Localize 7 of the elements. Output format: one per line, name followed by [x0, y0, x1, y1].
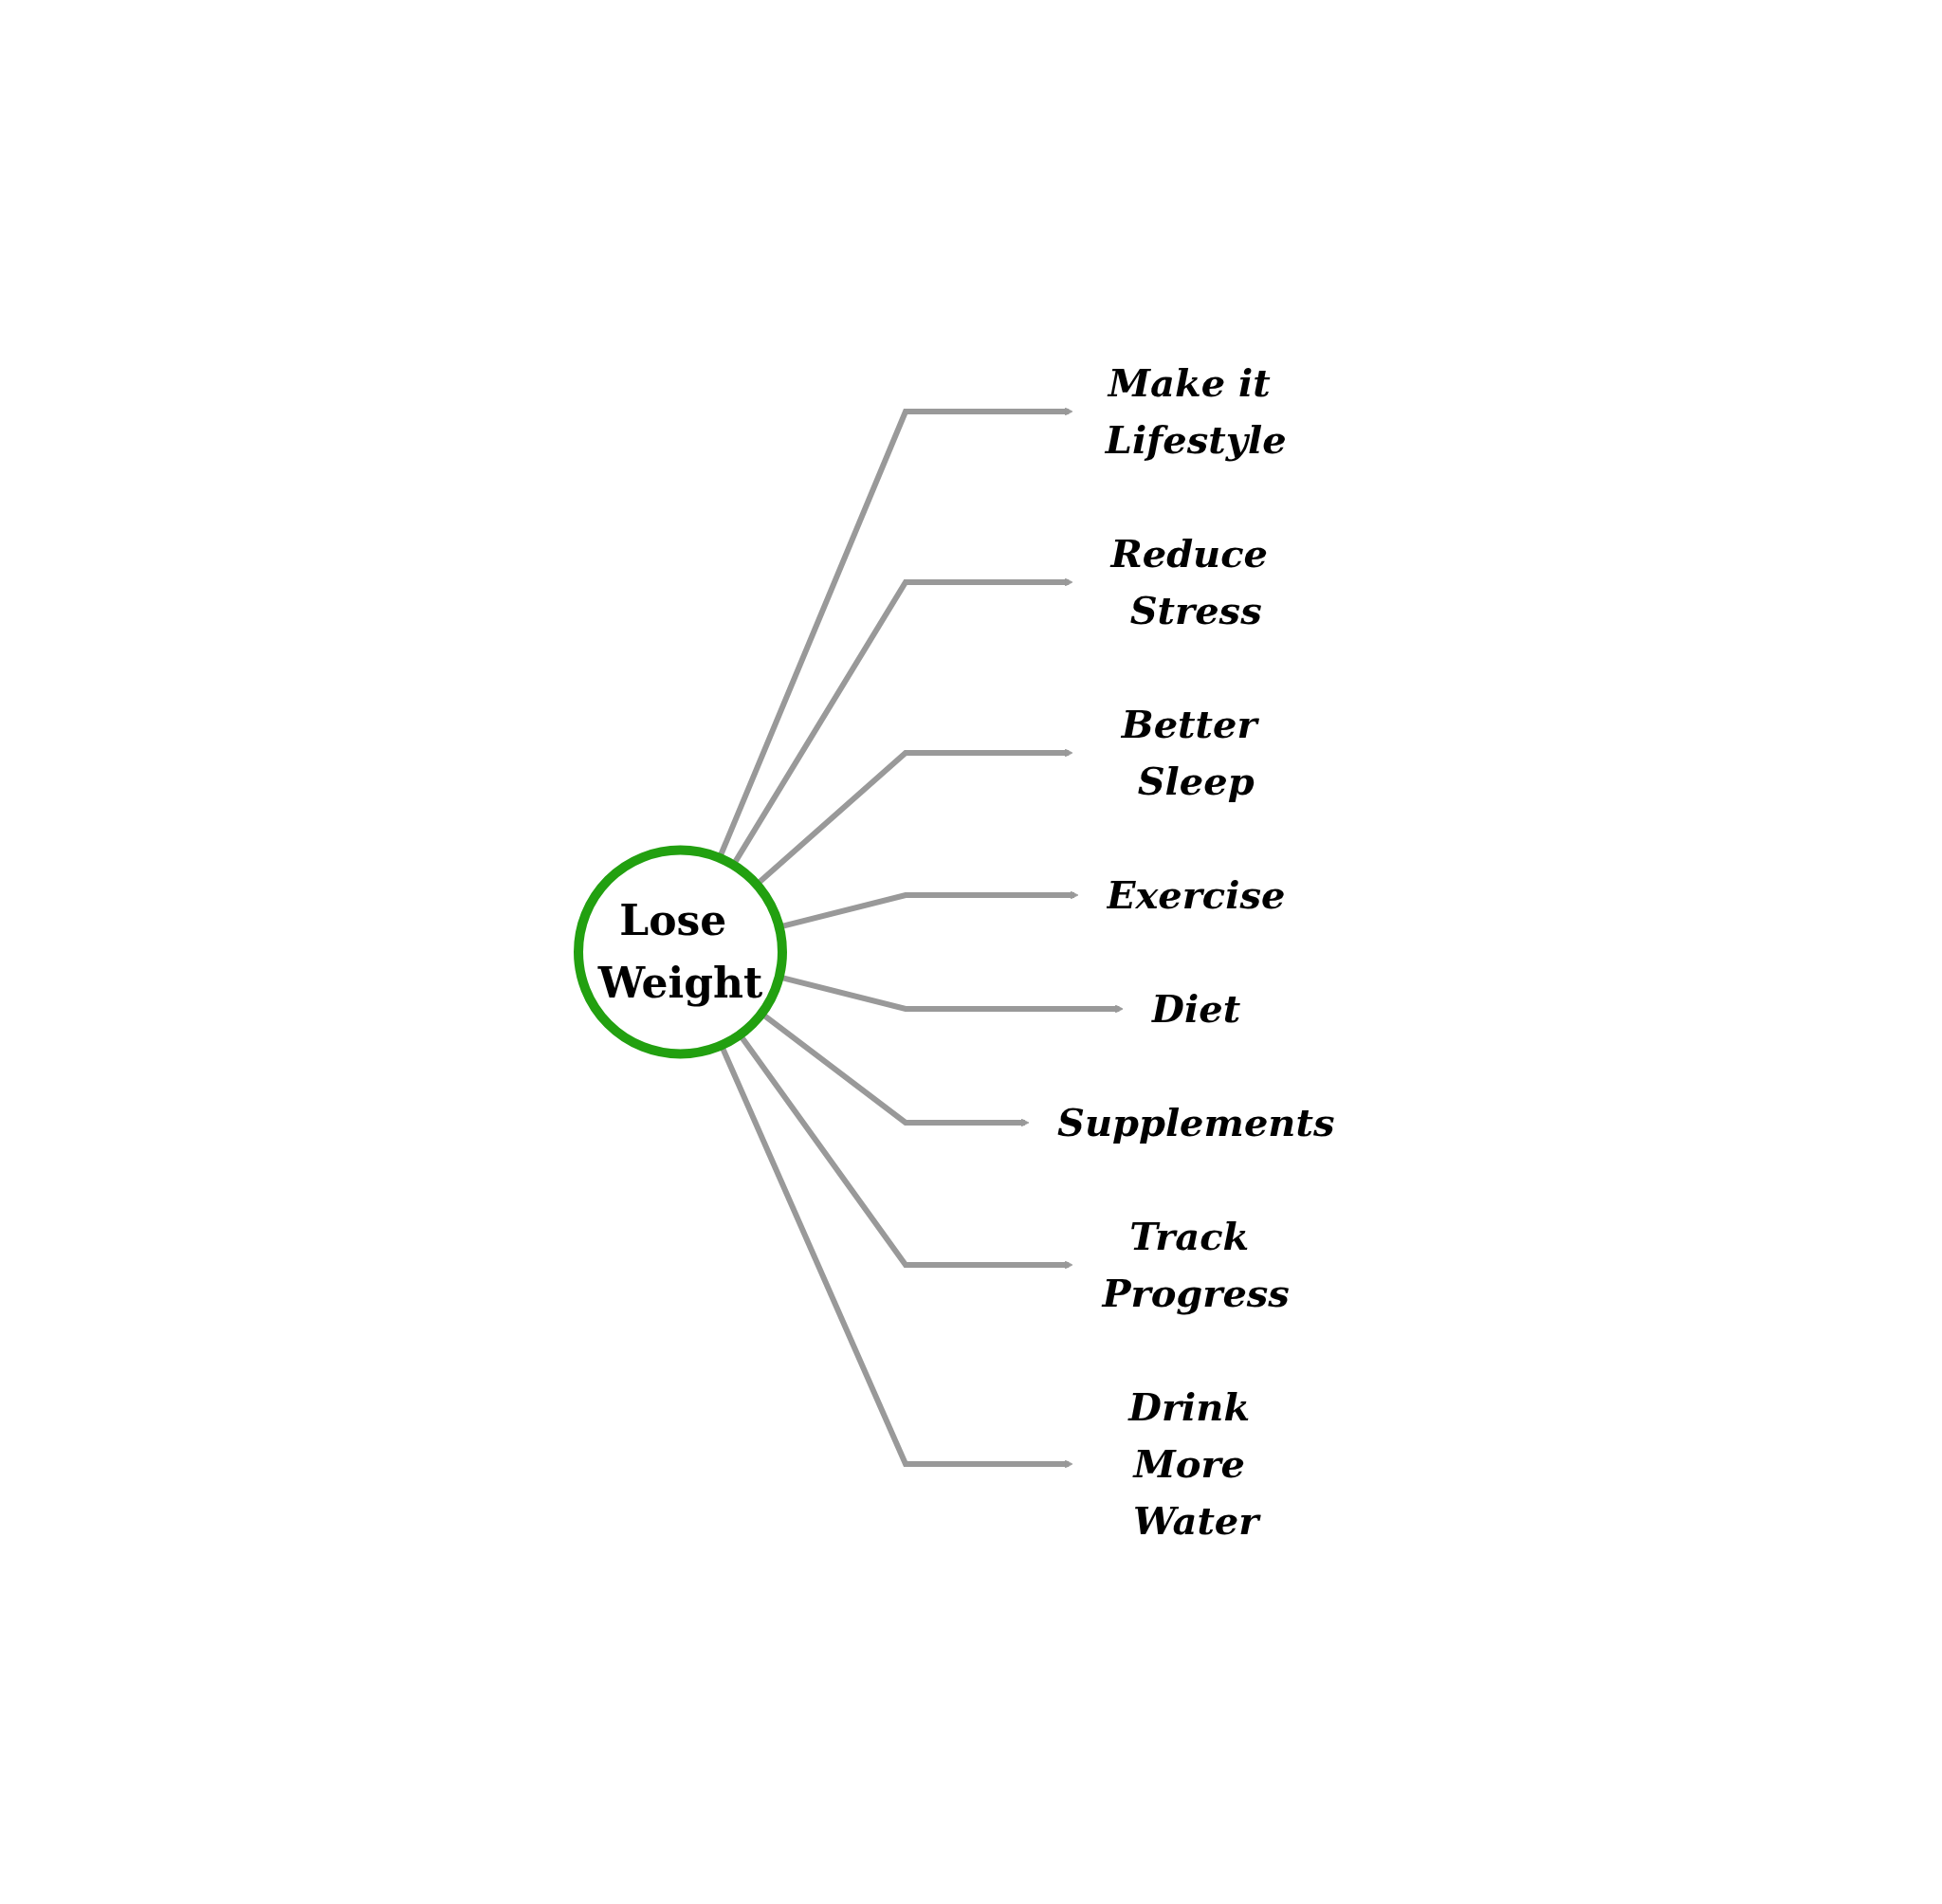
node-text: Drink More Water — [1128, 1384, 1259, 1543]
node-text: Track Progress — [1102, 1214, 1291, 1315]
node-circle: Lose Weight — [574, 845, 788, 1059]
node-text: Reduce Stress — [1110, 531, 1269, 632]
node-text: Better Sleep — [1122, 702, 1257, 803]
node-text: Supplements — [1057, 1100, 1335, 1144]
node-text: Make it Lifestyle — [1106, 360, 1287, 462]
